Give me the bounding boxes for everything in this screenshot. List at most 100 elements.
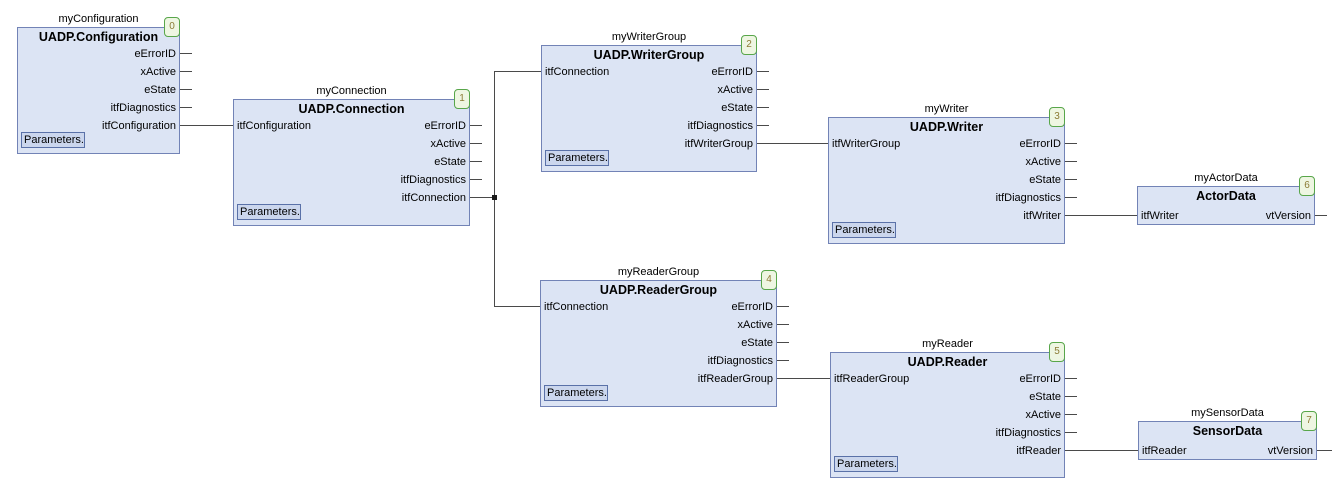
pin-stub bbox=[470, 179, 482, 180]
instance-name-actordata[interactable]: myActorData bbox=[1194, 172, 1258, 184]
execution-order-badge: 2 bbox=[741, 35, 757, 55]
output-pin-xActive[interactable]: xActive bbox=[717, 84, 753, 96]
instance-name-sensordata[interactable]: mySensorData bbox=[1191, 407, 1264, 419]
output-pin-itfWriter[interactable]: itfWriter bbox=[1023, 210, 1061, 222]
parameters-button[interactable]: Parameters... bbox=[21, 132, 85, 148]
connection-wire bbox=[777, 378, 830, 379]
output-pin-eErrorID[interactable]: eErrorID bbox=[134, 48, 176, 60]
output-pin-eState[interactable]: eState bbox=[1029, 391, 1061, 403]
output-pin-itfDiagnostics[interactable]: itfDiagnostics bbox=[995, 192, 1061, 204]
pin-stub bbox=[1065, 161, 1077, 162]
parameters-button[interactable]: Parameters... bbox=[545, 150, 609, 166]
pin-stub bbox=[777, 306, 789, 307]
output-pin-eState[interactable]: eState bbox=[721, 102, 753, 114]
connection-wire bbox=[1065, 215, 1137, 216]
function-block-readergroup[interactable]: UADP.ReaderGroup itfConnection eErrorID xAc… bbox=[540, 280, 777, 407]
execution-order-badge: 7 bbox=[1301, 411, 1317, 431]
function-block-reader[interactable]: UADP.Reader itfReaderGroup eErrorID eState x… bbox=[830, 352, 1065, 478]
input-pin-itfConfiguration[interactable]: itfConfiguration bbox=[237, 120, 311, 132]
parameters-button[interactable]: Parameters... bbox=[544, 385, 608, 401]
block-type-name: UADP.Configuration bbox=[38, 30, 159, 44]
input-pin-itfWriter[interactable]: itfWriter bbox=[1141, 210, 1179, 222]
output-pin-eErrorID[interactable]: eErrorID bbox=[1019, 138, 1061, 150]
input-pin-itfConnection[interactable]: itfConnection bbox=[544, 301, 609, 313]
parameters-button[interactable]: Parameters... bbox=[237, 204, 301, 220]
function-block-actordata[interactable]: ActorData itfWriter vtVersion bbox=[1137, 186, 1315, 225]
output-pin-itfDiagnostics[interactable]: itfDiagnostics bbox=[687, 120, 753, 132]
block-type-name: UADP.Connection bbox=[298, 102, 405, 116]
pin-stub bbox=[1317, 450, 1329, 451]
connection-wire bbox=[757, 143, 828, 144]
instance-name-connection[interactable]: myConnection bbox=[316, 85, 387, 97]
output-pin-eErrorID[interactable]: eErrorID bbox=[731, 301, 773, 313]
parameters-button[interactable]: Parameters... bbox=[834, 456, 898, 472]
output-pin-itfDiagnostics[interactable]: itfDiagnostics bbox=[707, 355, 773, 367]
output-pin-xActive[interactable]: xActive bbox=[1025, 156, 1061, 168]
pin-stub bbox=[180, 107, 192, 108]
pin-stub bbox=[757, 89, 769, 90]
output-pin-xActive[interactable]: xActive bbox=[140, 66, 176, 78]
block-type-name: UADP.WriterGroup bbox=[593, 48, 705, 62]
block-type-name: UADP.ReaderGroup bbox=[599, 283, 718, 297]
instance-name-configuration[interactable]: myConfiguration bbox=[58, 13, 139, 25]
execution-order-badge: 4 bbox=[761, 270, 777, 290]
execution-order-badge: 5 bbox=[1049, 342, 1065, 362]
output-pin-vtVersion[interactable]: vtVersion bbox=[1267, 445, 1313, 457]
output-pin-eState[interactable]: eState bbox=[1029, 174, 1061, 186]
function-block-connection[interactable]: UADP.Connection itfConfiguration eErrorID x… bbox=[233, 99, 470, 226]
execution-order-badge: 6 bbox=[1299, 176, 1315, 196]
output-pin-eState[interactable]: eState bbox=[144, 84, 176, 96]
output-pin-itfConfiguration[interactable]: itfConfiguration bbox=[102, 120, 176, 132]
pin-stub bbox=[1065, 396, 1077, 397]
function-block-writer[interactable]: UADP.Writer itfWriterGroup eErrorID xActive… bbox=[828, 117, 1065, 244]
output-pin-eErrorID[interactable]: eErrorID bbox=[424, 120, 466, 132]
function-block-sensordata[interactable]: SensorData itfReader vtVersion bbox=[1138, 421, 1317, 460]
pin-stub bbox=[777, 360, 789, 361]
input-pin-itfReaderGroup[interactable]: itfReaderGroup bbox=[834, 373, 910, 385]
input-pin-itfReader[interactable]: itfReader bbox=[1142, 445, 1187, 457]
output-pin-itfDiagnostics[interactable]: itfDiagnostics bbox=[110, 102, 176, 114]
parameters-button[interactable]: Parameters... bbox=[832, 222, 896, 238]
connection-wire bbox=[494, 71, 495, 306]
output-pin-eErrorID[interactable]: eErrorID bbox=[1019, 373, 1061, 385]
pin-stub bbox=[180, 53, 192, 54]
instance-name-readergroup[interactable]: myReaderGroup bbox=[617, 266, 700, 278]
output-pin-itfReaderGroup[interactable]: itfReaderGroup bbox=[697, 373, 773, 385]
output-pin-itfDiagnostics[interactable]: itfDiagnostics bbox=[400, 174, 466, 186]
function-block-writergroup[interactable]: UADP.WriterGroup itfConnection eErrorID xAc… bbox=[541, 45, 757, 172]
instance-name-reader[interactable]: myReader bbox=[922, 338, 973, 350]
pin-stub bbox=[1065, 432, 1077, 433]
block-type-name: ActorData bbox=[1196, 189, 1256, 203]
connection-wire bbox=[470, 197, 494, 198]
pin-stub bbox=[1065, 143, 1077, 144]
connection-wire bbox=[494, 306, 540, 307]
function-block-configuration[interactable]: UADP.Configuration eErrorID xActive eState i… bbox=[17, 27, 180, 154]
pin-stub bbox=[1065, 179, 1077, 180]
connection-wire bbox=[494, 71, 541, 72]
pin-stub bbox=[180, 89, 192, 90]
block-type-name: SensorData bbox=[1192, 424, 1263, 438]
block-type-name: UADP.Writer bbox=[909, 120, 984, 134]
pin-stub bbox=[470, 161, 482, 162]
output-pin-vtVersion[interactable]: vtVersion bbox=[1265, 210, 1311, 222]
block-type-name: UADP.Reader bbox=[907, 355, 988, 369]
instance-name-writer[interactable]: myWriter bbox=[924, 103, 969, 115]
output-pin-eState[interactable]: eState bbox=[741, 337, 773, 349]
output-pin-eState[interactable]: eState bbox=[434, 156, 466, 168]
output-pin-eErrorID[interactable]: eErrorID bbox=[711, 66, 753, 78]
pin-stub bbox=[180, 125, 192, 126]
input-pin-itfWriterGroup[interactable]: itfWriterGroup bbox=[832, 138, 901, 150]
output-pin-itfReader[interactable]: itfReader bbox=[1016, 445, 1061, 457]
instance-name-writergroup[interactable]: myWriterGroup bbox=[611, 31, 687, 43]
output-pin-xActive[interactable]: xActive bbox=[737, 319, 773, 331]
output-pin-xActive[interactable]: xActive bbox=[1025, 409, 1061, 421]
pin-stub bbox=[470, 197, 482, 198]
input-pin-itfConnection[interactable]: itfConnection bbox=[545, 66, 610, 78]
output-pin-itfWriterGroup[interactable]: itfWriterGroup bbox=[684, 138, 753, 150]
output-pin-itfConnection[interactable]: itfConnection bbox=[401, 192, 466, 204]
output-pin-xActive[interactable]: xActive bbox=[430, 138, 466, 150]
output-pin-itfDiagnostics[interactable]: itfDiagnostics bbox=[995, 427, 1061, 439]
connection-wire bbox=[180, 125, 233, 126]
pin-stub bbox=[1065, 414, 1077, 415]
